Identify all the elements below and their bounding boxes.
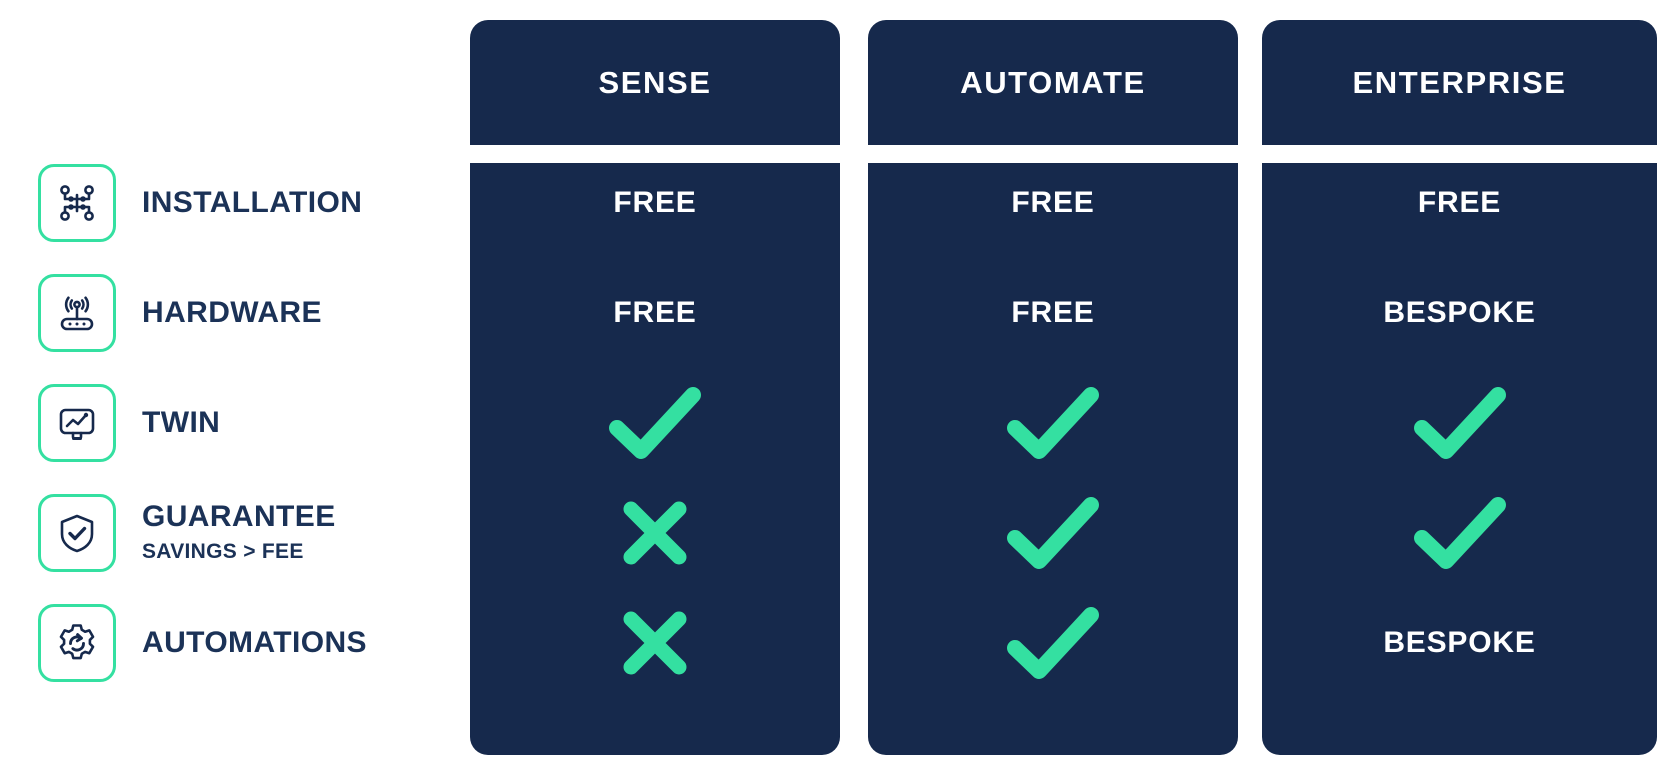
- cell-automate-hardware: FREE: [868, 273, 1238, 353]
- check-mark-icon: [1007, 607, 1099, 679]
- feature-subtitle: SAVINGS > FEE: [142, 539, 304, 563]
- feature-label-stack: TWIN: [142, 405, 221, 439]
- monitor-chart-icon: [38, 384, 116, 462]
- feature-title: TWIN: [142, 405, 221, 439]
- cross-mark-icon: [623, 501, 687, 565]
- wifi-router-icon: [38, 274, 116, 352]
- feature-row: INSTALLATION: [38, 163, 362, 243]
- plan-body-enterprise: FREE BESPOKE BESPOKE: [1262, 163, 1657, 755]
- cell-sense-guarantee: [470, 493, 840, 573]
- cell-automate-installation: FREE: [868, 163, 1238, 243]
- plan-name: AUTOMATE: [960, 64, 1146, 100]
- feature-label-stack: INSTALLATION: [142, 185, 363, 219]
- plan-header-automate[interactable]: AUTOMATE: [868, 20, 1238, 145]
- cell-enterprise-twin: [1262, 383, 1657, 463]
- feature-label-stack: HARDWARE: [142, 295, 322, 329]
- cell-enterprise-guarantee: [1262, 493, 1657, 573]
- feature-row: GUARANTEE SAVINGS > FEE: [38, 493, 336, 573]
- shield-check-icon: [38, 494, 116, 572]
- plan-name: SENSE: [598, 64, 712, 100]
- feature-label-column: INSTALLATION HARDWARE TWIN GUARANTEE SAVI…: [0, 0, 440, 774]
- feature-row: TWIN: [38, 383, 220, 463]
- cell-sense-twin: [470, 383, 840, 463]
- cell-enterprise-automations: BESPOKE: [1262, 603, 1657, 683]
- cell-automate-automations: [868, 603, 1238, 683]
- cell-value-text: FREE: [613, 186, 697, 219]
- cell-value-text: FREE: [1011, 296, 1095, 329]
- cross-mark-icon: [623, 611, 687, 675]
- plan-body-automate: FREE FREE: [868, 163, 1238, 755]
- cell-automate-twin: [868, 383, 1238, 463]
- feature-title: GUARANTEE: [142, 500, 336, 534]
- circuit-nodes-icon: [38, 164, 116, 242]
- check-mark-icon: [609, 387, 701, 459]
- cell-enterprise-hardware: BESPOKE: [1262, 273, 1657, 353]
- plan-name: ENTERPRISE: [1352, 64, 1567, 100]
- cell-enterprise-installation: FREE: [1262, 163, 1657, 243]
- check-mark-icon: [1007, 497, 1099, 569]
- plan-header-sense[interactable]: SENSE: [470, 20, 840, 145]
- plan-header-enterprise[interactable]: ENTERPRISE: [1262, 20, 1657, 145]
- cell-value-text: BESPOKE: [1383, 626, 1536, 659]
- check-mark-icon: [1413, 497, 1506, 569]
- cell-automate-guarantee: [868, 493, 1238, 573]
- cell-value-text: FREE: [1011, 186, 1095, 219]
- feature-label-stack: GUARANTEE SAVINGS > FEE: [142, 500, 336, 565]
- cell-value-text: FREE: [1417, 186, 1502, 219]
- feature-row: HARDWARE: [38, 273, 322, 353]
- plan-body-sense: FREE FREE: [470, 163, 840, 755]
- gear-refresh-icon: [38, 604, 116, 682]
- check-mark-icon: [1413, 387, 1506, 459]
- feature-title: INSTALLATION: [142, 185, 363, 219]
- cell-sense-hardware: FREE: [470, 273, 840, 353]
- check-mark-icon: [1007, 387, 1099, 459]
- feature-title: HARDWARE: [142, 295, 322, 329]
- cell-value-text: BESPOKE: [1383, 296, 1536, 329]
- cell-value-text: FREE: [613, 296, 697, 329]
- feature-row: AUTOMATIONS: [38, 603, 367, 683]
- cell-sense-automations: [470, 603, 840, 683]
- feature-label-stack: AUTOMATIONS: [142, 625, 367, 659]
- feature-title: AUTOMATIONS: [142, 625, 367, 659]
- cell-sense-installation: FREE: [470, 163, 840, 243]
